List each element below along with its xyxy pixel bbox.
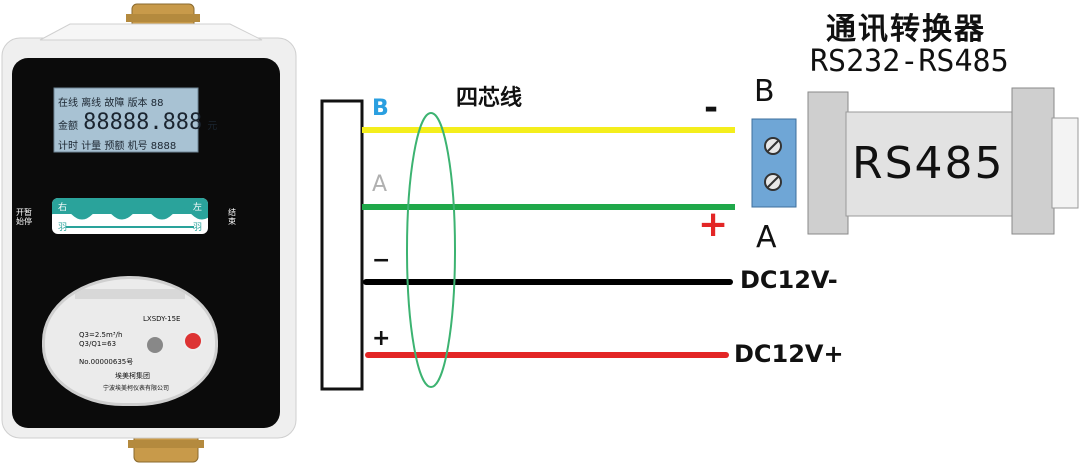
port-label-a: A <box>756 220 777 255</box>
terminal-label-plus: + <box>372 326 391 351</box>
converter-label: RS485 <box>852 138 1005 189</box>
right-label-1: 结 <box>228 208 236 217</box>
meter-dial: LXSDY-15E Q3=2.5m³/h Q3/Q1=63 No.0000063… <box>42 276 218 406</box>
lcd-display <box>53 87 199 153</box>
terminal-label-a: A <box>372 172 388 197</box>
band-left-bottom: 羽 <box>58 223 68 233</box>
wire-label-dc-minus: DC12V- <box>740 266 838 294</box>
control-band: 右 羽 左 羽 <box>52 198 208 234</box>
terminal-strip <box>320 99 364 391</box>
dial-serial: No.00000635号 <box>79 358 134 366</box>
band-right-bottom: 羽 <box>192 223 202 233</box>
lcd-amount-label: 金额 <box>58 121 78 132</box>
polarity-minus: - <box>704 88 719 128</box>
dial-model: LXSDY-15E <box>143 315 181 323</box>
lcd-machine-no: 机号 <box>127 141 148 152</box>
lcd-amount-value: 88888.888 <box>83 110 203 135</box>
red-dial-icon <box>183 331 203 351</box>
converter-title: 通讯转换器 <box>826 12 986 47</box>
star-wheel-icon <box>147 337 163 353</box>
meter-left-labels: 开暂 始停 <box>16 208 32 226</box>
lcd-status-online: 在线 <box>58 98 78 109</box>
wave-icon <box>52 198 208 228</box>
band-left-top: 右 <box>58 203 68 213</box>
lcd-prepaid: 预额 <box>104 141 125 152</box>
dial-maker: 宁波埃美柯仪表有限公司 <box>103 385 170 392</box>
port-label-b: B <box>754 74 775 109</box>
band-right-top: 左 <box>192 203 202 213</box>
lcd-amount-unit: 元 <box>207 121 218 132</box>
rs485-converter <box>807 87 1079 235</box>
converter-subtitle: RS232-RS485 <box>810 44 1009 79</box>
lcd-machine-num: 8888 <box>150 141 177 152</box>
terminal-block <box>751 118 797 208</box>
lcd-status-version-num: 88 <box>150 98 164 109</box>
lcd-status-row: 在线 离线 故障 版本 88 <box>58 94 163 109</box>
dial-ratio: Q3/Q1=63 <box>79 340 117 348</box>
lcd-amount-row: 金额 88888.888 元 <box>58 110 217 135</box>
dial-brand: 埃美柯集团 <box>115 372 150 380</box>
lcd-status-version: 版本 <box>127 98 148 109</box>
cable-label: 四芯线 <box>456 86 523 111</box>
lcd-status-fault: 故障 <box>104 98 125 109</box>
right-label-2: 束 <box>228 217 236 226</box>
wire-label-dc-plus: DC12V+ <box>734 340 844 368</box>
dial-q3: Q3=2.5m³/h <box>79 331 123 339</box>
lcd-bottom-row: 计时 计量 预额 机号 8888 <box>58 137 176 152</box>
lcd-status-offline: 离线 <box>81 98 102 109</box>
terminal-label-b: B <box>372 96 389 121</box>
polarity-plus: + <box>698 204 729 245</box>
lcd-metering: 计量 <box>81 141 102 152</box>
cable-bundle-ring <box>406 112 456 388</box>
left-label-1: 开暂 <box>16 208 32 217</box>
meter-right-labels: 结 束 <box>228 208 236 226</box>
lcd-timing: 计时 <box>58 141 78 152</box>
dial-counter <box>75 289 185 299</box>
terminal-label-minus: − <box>372 248 391 273</box>
left-label-2: 始停 <box>16 217 32 226</box>
